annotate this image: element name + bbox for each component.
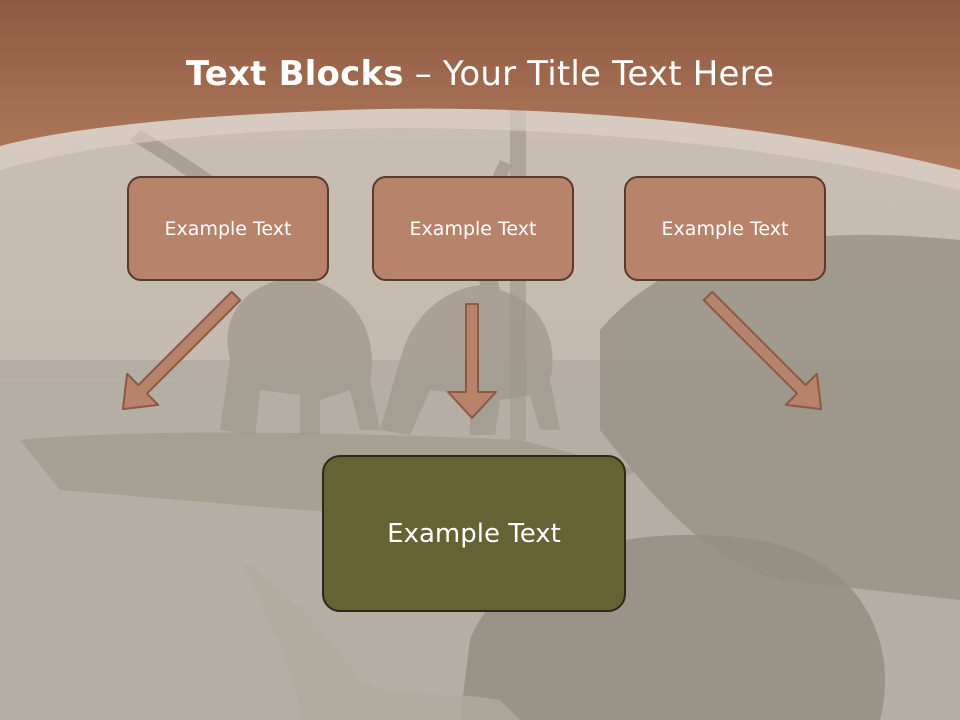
text-block-3[interactable]: Example Text [624, 176, 826, 281]
title-rest: – Your Title Text Here [403, 54, 775, 94]
text-block-main[interactable]: Example Text [322, 455, 626, 612]
text-block-main-label: Example Text [387, 518, 561, 549]
slide-title: Text Blocks – Your Title Text Here [0, 54, 960, 94]
water-ripples [0, 379, 320, 641]
header-swoosh [0, 108, 960, 190]
text-block-1-label: Example Text [164, 217, 292, 240]
text-block-2-label: Example Text [409, 217, 537, 240]
dinosaur-right [380, 160, 560, 435]
driftwood [240, 560, 520, 720]
header-band [0, 0, 960, 170]
text-block-2[interactable]: Example Text [372, 176, 574, 281]
text-block-1[interactable]: Example Text [127, 176, 329, 281]
text-block-3-label: Example Text [661, 217, 789, 240]
arrow-right [702, 290, 823, 411]
arrow-center [447, 303, 497, 419]
arrow-left [121, 290, 242, 411]
trees-right [600, 234, 960, 600]
dinosaur-left [130, 130, 380, 435]
title-bold: Text Blocks [185, 54, 404, 94]
